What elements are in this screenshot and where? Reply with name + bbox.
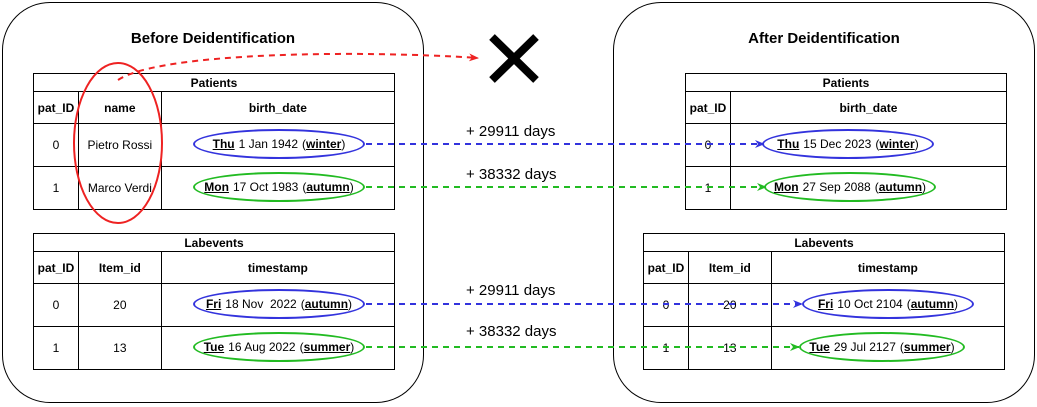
pat-id-cell: 1: [33, 166, 79, 210]
table-caption: Patients: [685, 73, 1007, 92]
before-title: Before Deidentification: [130, 30, 296, 47]
pat-id-cell: 0: [33, 123, 79, 167]
after-patients-table: Patients pat_ID birth_date 0 1: [685, 73, 1008, 210]
pat-id-cell: 0: [33, 283, 79, 327]
name-cell: Pietro Rossi: [77, 123, 162, 167]
pat-id-cell: 1: [33, 326, 79, 370]
shift-label-patient-0: + 29911 days: [466, 123, 556, 140]
shift-label-lab-1: + 38332 days: [466, 323, 557, 340]
item-id-cell: 13: [77, 326, 162, 370]
column-header: timestamp: [770, 251, 1006, 284]
after-title: After Deidentification: [748, 30, 900, 47]
column-header: pat_ID: [33, 251, 79, 284]
x-cross-icon: [489, 34, 539, 83]
shift-label-lab-0: + 29911 days: [466, 282, 556, 299]
name-cell: Marco Verdi: [77, 166, 162, 210]
column-header: pat_ID: [33, 91, 79, 124]
name-column-highlight: [73, 62, 163, 224]
shift-label-patient-1: + 38332 days: [466, 166, 557, 183]
column-header: Item_id: [77, 251, 162, 284]
item-id-cell: 20: [77, 283, 162, 327]
name-removed-arrow: [117, 52, 479, 81]
column-header: pat_ID: [643, 251, 689, 284]
